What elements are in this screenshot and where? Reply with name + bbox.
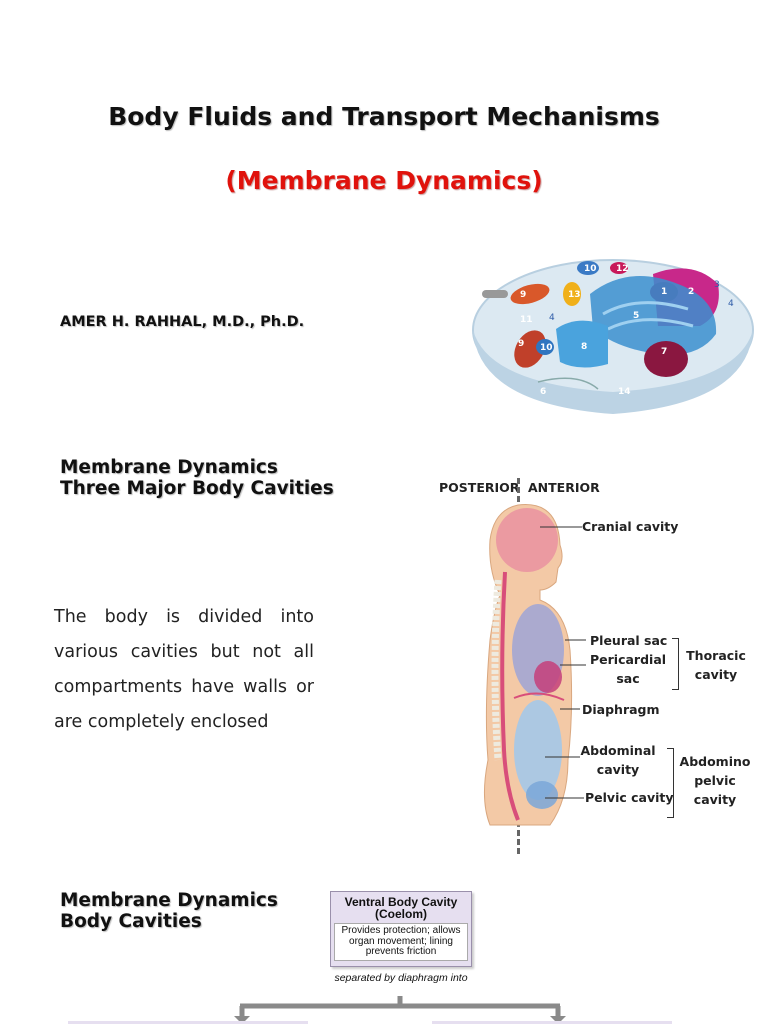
slide3-heading: Membrane Dynamics Body Cavities [60,890,278,932]
diaphragm-label: Diaphragm [582,702,660,717]
animal-cell-illustration: 1 2 10 12 13 10 9 9 8 7 5 14 6 11 3 4 4 [472,259,754,414]
cell-number: 3 [714,280,720,290]
cell-number: 1 [661,287,667,297]
cell-number: 14 [618,387,631,397]
slide3-heading-line1: Membrane Dynamics [60,890,278,911]
posterior-label: POSTERIOR [439,480,520,495]
slide2-heading: Membrane Dynamics Three Major Body Cavit… [60,457,334,499]
separated-by-caption: separated by diaphragm into [334,972,468,984]
cell-number: 9 [518,339,524,349]
cell-number: 13 [568,290,581,300]
cell-number: 4 [728,299,734,309]
ventral-box-description: Provides protection; allows organ moveme… [334,923,468,961]
slide3-heading-line2: Body Cavities [60,911,202,932]
cell-number: 12 [616,264,629,274]
label-leader-lines [540,526,586,799]
slide2-heading-line1: Membrane Dynamics [60,457,278,478]
thoracic-bracket [672,638,679,690]
flowchart-connectors [68,996,672,1024]
ventral-body-cavity-box: Ventral Body Cavity (Coelom) Provides pr… [330,891,472,967]
abdominopelvic-cavity-label: Abdomino pelvic cavity [679,754,751,807]
slide2-heading-line2: Three Major Body Cavities [60,478,334,499]
pleural-sac-label: Pleural sac [590,633,668,648]
cell-number: 11 [520,315,533,325]
slide-subtitle: (Membrane Dynamics) [225,166,543,195]
abdominopelvic-bracket [667,748,674,818]
slide2-body-text: The body is divided into various cavitie… [54,607,314,732]
slide-title: Body Fluids and Transport Mechanisms [108,102,660,131]
cell-number: 6 [540,387,546,397]
ventral-box-title: Ventral Body Cavity (Coelom) [344,895,458,921]
abdominal-cavity-label: Abdominal cavity [580,743,656,777]
cell-number: 2 [688,287,694,297]
cell-number: 10 [540,343,553,353]
pericardial-sac-label: Pericardial sac [590,652,667,686]
cell-number: 9 [520,290,526,300]
author-name: AMER H. RAHHAL, M.D., Ph.D. [60,314,305,330]
body-cavities-illustration [483,504,573,826]
thoracic-cavity-label: Thoracic cavity [686,648,746,682]
cell-number: 4 [549,313,555,323]
cell-number: 10 [584,264,597,274]
anterior-label: ANTERIOR [528,480,600,495]
pelvic-cavity-label: Pelvic cavity [585,790,674,805]
cell-number: 7 [661,347,667,357]
cell-number: 5 [633,311,639,321]
cell-number: 8 [581,342,587,352]
cranial-cavity-label: Cranial cavity [582,519,679,534]
